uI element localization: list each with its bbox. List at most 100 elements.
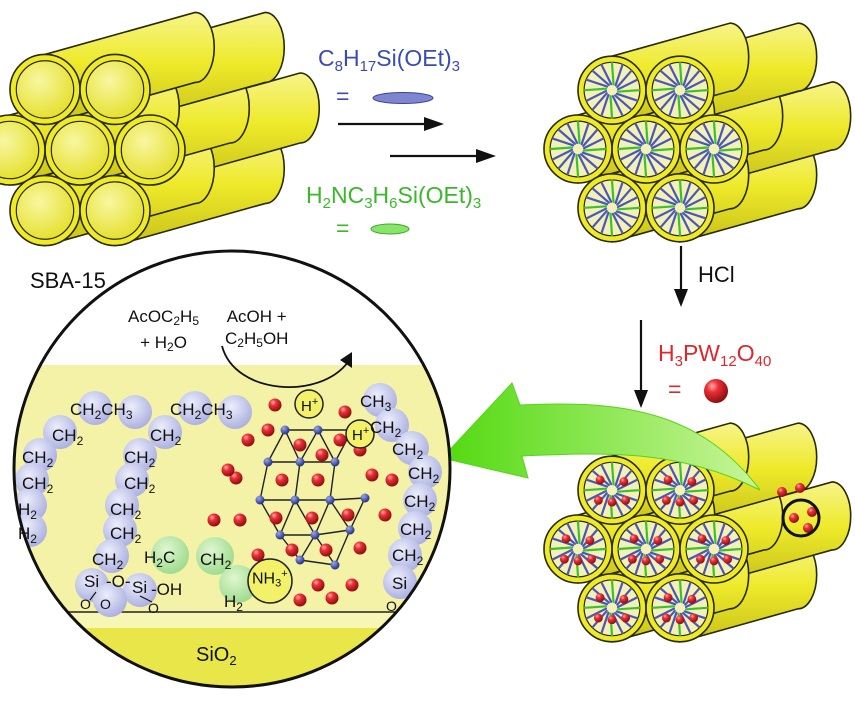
oxygen-atom (311, 473, 325, 487)
hpa-ball (687, 477, 697, 487)
hpa-ball (593, 495, 603, 505)
octyl-chain (682, 463, 692, 487)
octyl-chain (653, 489, 676, 502)
reaction-arrowhead (340, 352, 352, 368)
octyl-chain (653, 78, 677, 88)
octyl-chain (668, 63, 681, 86)
octyl-chain (614, 181, 624, 205)
tungsten-atom (313, 425, 323, 435)
octyl-chain (619, 548, 642, 561)
keggin-bond (329, 497, 366, 501)
chain-h2-label: H2 (18, 524, 37, 546)
chain-si-label: Si (132, 578, 148, 597)
zoom-green-arrow (441, 382, 761, 491)
hpa-ball (777, 487, 787, 497)
amine-chain (610, 579, 615, 603)
octyl-chain (682, 63, 692, 87)
octyl-chain (582, 128, 599, 147)
octyl-chain (557, 128, 576, 145)
hpa-ball (607, 497, 617, 507)
octyl-chain (591, 187, 610, 204)
octyl-chain (600, 93, 610, 117)
chain-ch2-label: CH2 (404, 492, 436, 514)
hpa-ball (663, 593, 673, 603)
chain-ch2-label: CH2 (370, 418, 402, 440)
amine-chain (678, 461, 683, 486)
octyl-chain (614, 581, 624, 605)
octyl-chain (619, 537, 643, 547)
chain-blob (15, 463, 49, 497)
hpa-ball (697, 534, 707, 544)
chain-blob (103, 513, 137, 547)
oxygen-atom (305, 511, 319, 525)
keggin-bond (299, 429, 319, 463)
octyl-chain (615, 210, 639, 220)
reactants-label: AcOC2H5 + H2O (128, 307, 199, 354)
octyl-chain (717, 151, 741, 161)
octyl-chain (668, 611, 678, 635)
oxygen-atom (285, 543, 299, 557)
octyl-chain (616, 187, 633, 206)
octyl-chain (557, 151, 574, 170)
octyl-chain (687, 548, 710, 561)
chain-ch2-label: CH2 (392, 546, 424, 568)
octyl-chain (616, 69, 633, 89)
hpa-ball (655, 554, 665, 564)
oxygen-atom (268, 398, 282, 412)
octyl-chain (616, 596, 639, 609)
oxygen-atom (378, 508, 392, 522)
oxygen-atom (261, 423, 275, 437)
octyl-chain (684, 69, 701, 89)
sba15-label: SBA-15 (30, 268, 106, 293)
hpa-ball (723, 554, 733, 564)
chain-blob (105, 488, 139, 522)
octyl-chain (614, 94, 633, 111)
chain-ch2-label: CH2 (52, 426, 84, 448)
octyl-chain (693, 151, 710, 170)
octyl-chain (653, 196, 677, 206)
octyl-chain (582, 137, 605, 150)
amine-chain (651, 605, 676, 609)
keggin-bond (334, 529, 351, 566)
hpa-ball (807, 507, 817, 517)
hpa-ball (627, 554, 637, 564)
octyl-chain (682, 581, 692, 605)
tungsten-atom (280, 425, 290, 435)
octyl-chain (648, 522, 658, 546)
chain-ch2-label: CH2 (150, 426, 182, 448)
octyl-chain (713, 153, 726, 176)
hpa-equals: = (668, 376, 682, 402)
zoom-circle (12, 249, 452, 689)
tungsten-atom (290, 495, 300, 505)
chain-o-label: O (386, 598, 397, 614)
keggin-bond (329, 461, 336, 501)
chain-blob (148, 415, 182, 449)
octyl-chain (619, 137, 643, 147)
octyl-silane-formula: C8H17Si(OEt)3 (318, 45, 461, 75)
proton-label: H+ (301, 396, 319, 415)
amine-legend-ellipse (370, 223, 410, 235)
oxygen-atom (229, 471, 243, 485)
octyl-chain (702, 152, 712, 176)
octyl-chain (687, 537, 711, 547)
amine-chain (616, 206, 641, 211)
octyl-chain (551, 137, 575, 147)
amine-chain (609, 95, 614, 119)
amine-chain (617, 546, 642, 551)
tungsten-atom (325, 495, 335, 505)
tungsten-atom (330, 457, 340, 467)
octyl-chain (611, 95, 624, 117)
chain-blob (43, 415, 77, 449)
octyl-chain (585, 207, 608, 220)
oxygen-atom (269, 511, 283, 525)
tungsten-atom (295, 457, 305, 467)
keggin-bond (317, 429, 336, 463)
proton-circle (345, 419, 375, 449)
keggin-bond (314, 499, 331, 536)
amine-chain (583, 205, 608, 209)
octyl-chain (659, 209, 676, 229)
hpa-ball (709, 556, 719, 566)
tungsten-atom (263, 457, 273, 467)
octyl-chain (668, 463, 681, 486)
octyl-chain (625, 151, 642, 170)
